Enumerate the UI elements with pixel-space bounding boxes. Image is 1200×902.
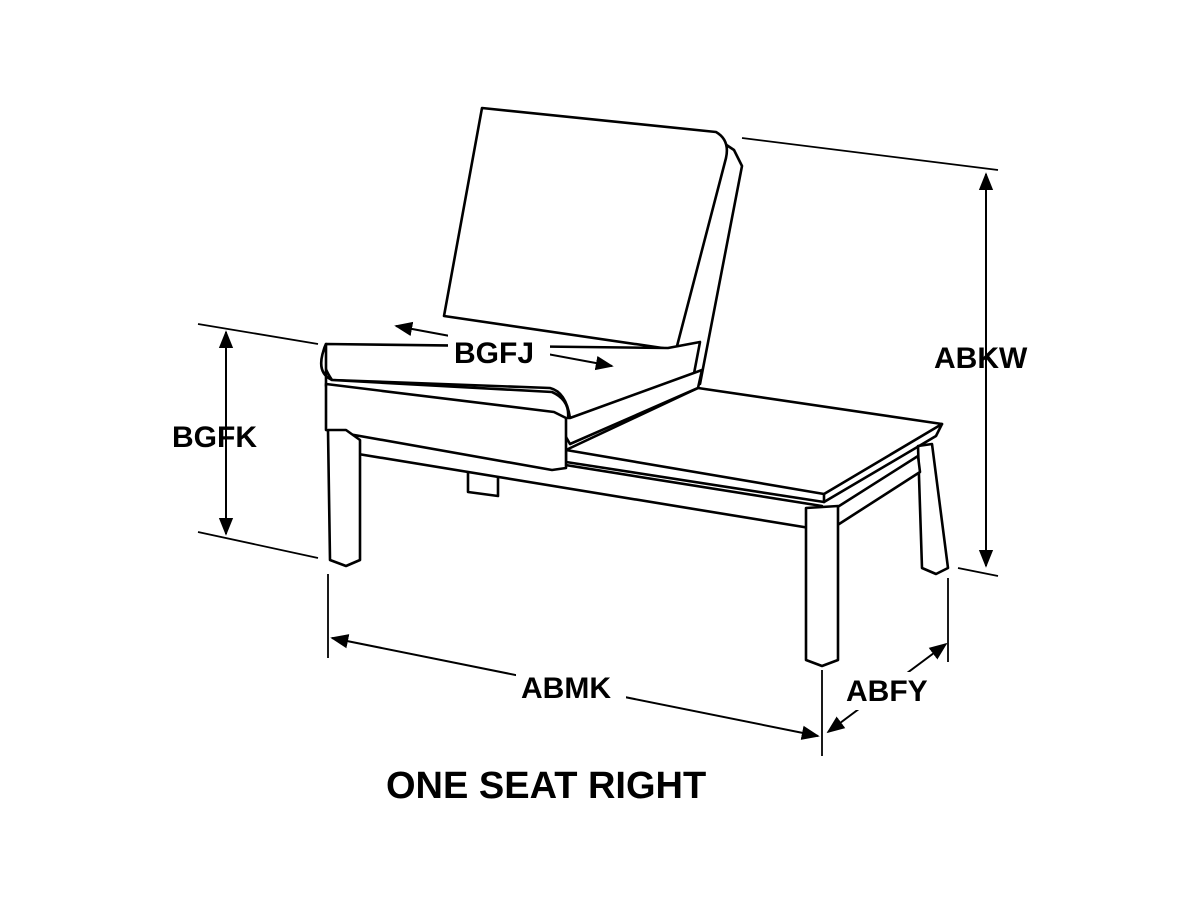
front-left-leg [326, 428, 362, 568]
front-right-leg [804, 504, 840, 668]
abkw-label: ABKW [934, 342, 1028, 375]
bgfj-label: BGFJ [454, 337, 534, 370]
abfy-label: ABFY [846, 675, 928, 708]
seat-base [324, 382, 568, 472]
diagram-caption: ONE SEAT RIGHT [386, 765, 706, 807]
label-backgrounds [448, 334, 942, 710]
backrest-cushion [442, 106, 729, 352]
abmk-label: ABMK [521, 672, 611, 705]
back-right-leg [916, 442, 950, 576]
bgfk-label: BGFK [172, 421, 257, 454]
